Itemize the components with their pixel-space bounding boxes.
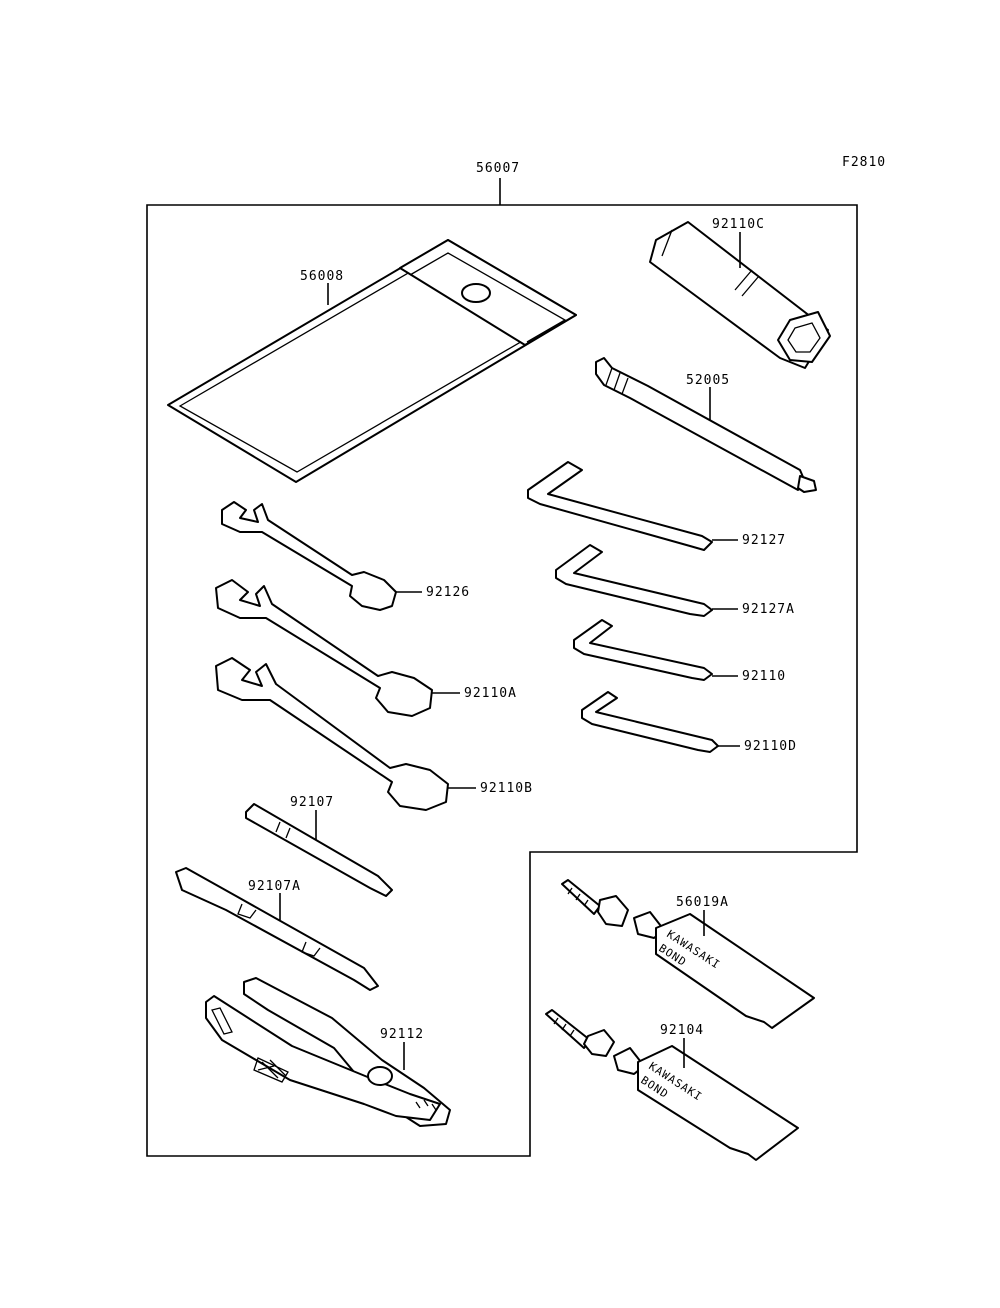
driver-bit-double: 92107A: [175, 867, 379, 991]
label-hex-key-2: 92127A: [742, 602, 795, 617]
hex-key-3: 92110: [573, 619, 786, 684]
label-plug-wrench: 92110C: [712, 217, 765, 232]
label-pliers: 92112: [380, 1027, 424, 1042]
driver-bit: 92107: [245, 795, 393, 897]
label-kit: 56007: [476, 161, 520, 176]
label-bond-tube-1: 56019A: [676, 895, 729, 910]
label-wrench-small: 92126: [426, 585, 470, 600]
label-hex-key-4: 92110D: [744, 739, 797, 754]
wrench-small: 92126: [221, 501, 470, 611]
label-hex-key-3: 92110: [742, 669, 786, 684]
hex-key-4: 92110D: [581, 691, 797, 754]
plug-wrench: 92110C: [649, 217, 831, 369]
wrench-large: 92110B: [215, 657, 533, 811]
tool-bag: 56008: [167, 239, 577, 483]
wrench-medium: 92110A: [215, 579, 517, 717]
label-bag: 56008: [300, 269, 344, 284]
label-wrench-medium: 92110A: [464, 686, 517, 701]
bond-tube-2: KAWASAKI BOND 92104: [545, 1009, 799, 1161]
figure-code: F2810: [842, 155, 886, 170]
label-driver-bit: 92107: [290, 795, 334, 810]
label-screwdriver-handle: 52005: [686, 373, 730, 388]
label-bond-tube-2: 92104: [660, 1023, 704, 1038]
label-hex-key-1: 92127: [742, 533, 786, 548]
bond-tube-1: KAWASAKI BOND 56019A: [561, 879, 815, 1029]
pliers: 92112: [205, 977, 451, 1127]
screwdriver-handle: 52005: [595, 357, 817, 493]
kit-outline: 56007: [146, 161, 858, 1157]
hex-key-2: 92127A: [555, 544, 795, 617]
hex-key-1: 92127: [527, 461, 786, 551]
label-driver-bit-double: 92107A: [248, 879, 301, 894]
label-wrench-large: 92110B: [480, 781, 533, 796]
